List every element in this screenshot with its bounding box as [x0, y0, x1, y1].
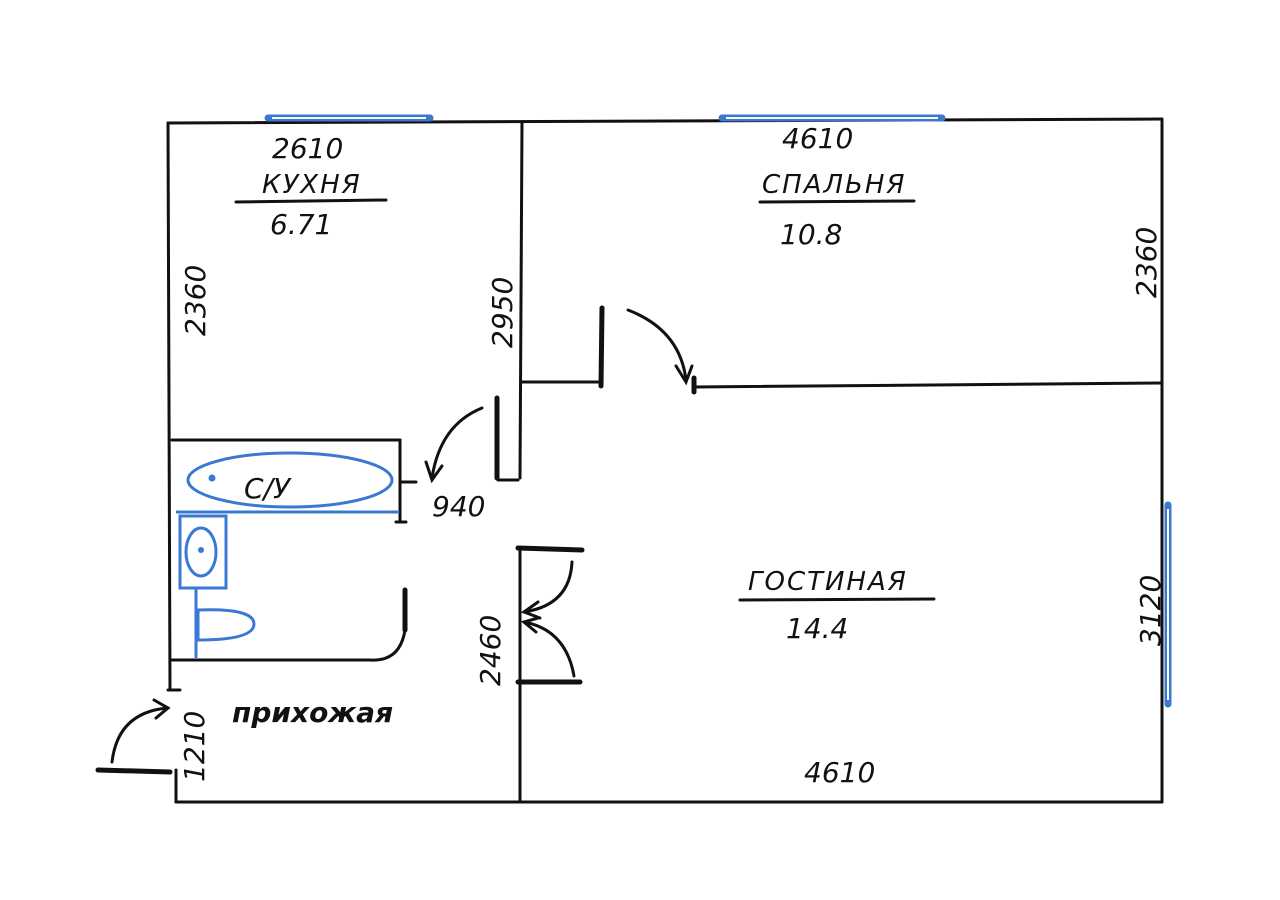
bedroom-door-leaf	[598, 305, 605, 389]
bedroom-area: 10.8	[780, 218, 842, 251]
sink-cabinet	[178, 514, 228, 590]
outer-walls	[166, 117, 1164, 804]
door-swings	[110, 308, 694, 764]
bathroom-label: С/У	[244, 472, 292, 505]
kitchen-area: 6.71	[270, 208, 332, 241]
bath-door-gap-label: 940	[432, 490, 485, 523]
living-name: ГОСТИНАЯ	[748, 567, 908, 597]
bathroom-door-swing	[368, 628, 407, 662]
interior-walls	[166, 120, 1164, 804]
sink-drain	[198, 547, 204, 553]
door-leaves	[95, 305, 697, 775]
windows	[264, 114, 1172, 708]
kitchen-height-label: 2360	[179, 265, 212, 336]
label-underlines	[234, 198, 936, 602]
arrow-head-icon	[520, 600, 542, 620]
entrance-door-swing	[110, 706, 170, 764]
bathtub	[186, 451, 394, 509]
living-door-swing-top	[522, 560, 574, 614]
arrow-head-icon	[152, 698, 171, 720]
top-wall	[166, 117, 1164, 125]
toilet-bowl	[196, 608, 256, 642]
hallway-width-label: 1210	[178, 711, 211, 782]
bedroom-wall-right	[692, 381, 1164, 389]
living-width-label: 4610	[804, 756, 875, 789]
kitchen-partition-wall	[518, 120, 524, 480]
bedroom-name: СПАЛЬНЯ	[762, 170, 907, 200]
living-height-label: 3120	[1134, 575, 1167, 646]
kitchen-partition-label: 2950	[486, 277, 519, 348]
sink	[184, 526, 218, 578]
kitchen-door-swing	[430, 406, 484, 480]
living-door-leaf-top	[515, 545, 585, 553]
corridor-label: 2460	[474, 615, 507, 686]
bedroom-height-label: 2360	[1130, 227, 1163, 298]
hallway-name: прихожая	[232, 696, 393, 729]
kitchen-width-label: 2610	[272, 132, 343, 165]
living-door-swing-bottom	[522, 620, 576, 678]
kitchen-name: КУХНЯ	[262, 170, 362, 200]
bedroom-door-swing	[626, 308, 688, 382]
labels: 2610 КУХНЯ 6.71 2360 2950 4610 СПАЛЬНЯ 1…	[178, 122, 1167, 789]
bathtub-drain	[208, 474, 216, 482]
bathroom-fixtures	[176, 451, 398, 658]
arrow-head-icon	[674, 364, 694, 386]
arrow-head-icon	[424, 460, 444, 484]
entrance-door-leaf	[95, 767, 173, 775]
left-wall-upper	[166, 121, 172, 692]
bedroom-width-label: 4610	[782, 122, 853, 155]
arrow-head-icon	[520, 616, 540, 634]
living-area: 14.4	[786, 612, 848, 645]
